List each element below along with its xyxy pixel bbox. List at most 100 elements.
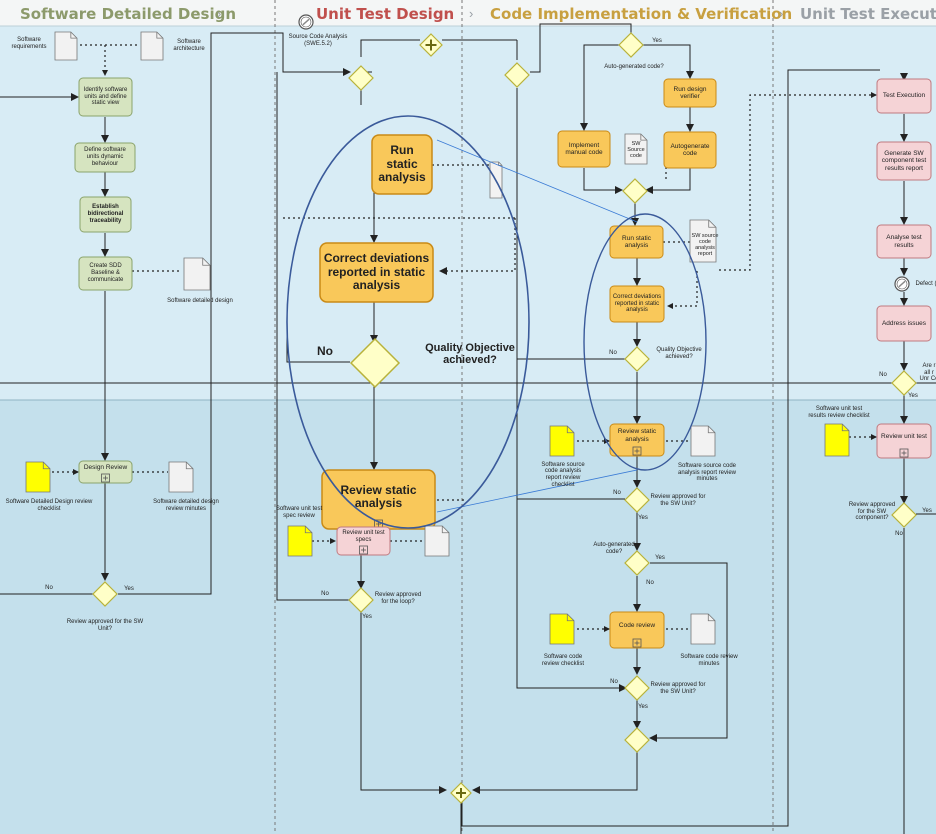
chevron-right-icon: › [779,6,783,21]
subprocess-plus-icon [632,638,642,648]
task-test-execution[interactable] [876,78,932,114]
gateway-parallel-join [450,782,472,804]
doc-test-spec-review-icon [287,525,313,557]
doc-test-results-checklist-label: Software unit test results review checkl… [808,406,870,419]
label-yes: Yes [638,514,648,521]
lane-header-bar [0,0,936,26]
label-yes: Yes [652,37,662,44]
subprocess-plus-icon [101,473,110,483]
doc-analysis-checklist-label: Software source code analysis report rev… [541,461,585,488]
doc-test-results-checklist-icon [824,423,850,457]
doc-software-architecture-label: Software architecture [173,39,205,52]
doc-sw-source-label: SW Source code [627,140,645,160]
doc-analysis-checklist-icon [549,425,575,457]
gateway-review-approved-2-label: Review approved for the SW Unit? [650,682,706,695]
gateway-impl-join [622,178,648,204]
label-yes: Yes [908,392,918,399]
subprocess-plus-icon [899,448,909,458]
task-run-static-analysis-small[interactable] [609,225,664,259]
task-correct-deviations-large-label: Correct deviations reported in static an… [323,251,430,293]
task-bidirectional-traceability[interactable] [79,196,132,233]
doc-software-requirements-icon [54,31,78,61]
task-correct-deviations-small[interactable] [609,285,665,323]
doc-software-requirements-label: Software requirements [11,37,47,50]
gateway-review-approved [624,487,650,513]
gateway-auto-generated [618,32,644,58]
task-review-static-analysis-large-label: Review static analysis [340,482,417,510]
subprocess-plus-icon [632,446,642,456]
task-review-unit-test[interactable] [876,423,932,459]
task-identify-units[interactable] [78,77,133,117]
doc-sw-source-icon [624,133,648,165]
task-implement-manual-code[interactable] [557,130,611,168]
task-run-static-analysis-large[interactable] [371,134,433,195]
doc-analysis-minutes-icon [690,425,716,457]
task-code-review[interactable] [609,611,665,649]
task-analyse-results[interactable] [876,224,932,259]
task-review-static-analysis-small-label: Review static analysis [617,428,657,443]
task-review-unit-test-label: Review unit test [881,432,927,440]
label-no: No [879,371,887,378]
task-review-static-analysis-small[interactable] [609,423,665,457]
task-generate-report-label: Generate SW component test results repor… [881,150,927,172]
gateway-review-approved-label: Review approved for the SW Unit? [650,494,706,507]
doc-code-minutes-label: Software code review minutes [680,654,738,667]
gateway-auto-generated-label: Auto-generated code? [604,63,664,70]
task-generate-report[interactable] [876,141,932,181]
label-no: No [45,584,53,591]
subprocess-plus-icon [359,545,368,555]
task-review-unit-test-specs[interactable] [336,526,391,556]
gateway-loop-approval-label: Review approved for the loop? [374,592,422,605]
doc-analysis-minutes-label: Software source code analysis report rev… [677,462,737,483]
lane-top-bg [0,0,936,400]
doc-code-checklist-label: Software code review checklist [541,654,584,667]
task-define-dynamic-label: Define software units dynamic behaviour [84,147,126,167]
doc-code-minutes-icon [690,613,716,645]
label-yes: Yes [362,613,372,620]
gateway-impl-merge [504,62,530,88]
gateway-loop-approval [348,587,374,613]
gateway-design-review-label: Review approved for the SW Unit? [66,619,144,632]
task-bidirectional-traceability-label: Establish bidirectional traceability [87,204,124,224]
doc-source-analysis-report-label: SW source code analysis report [691,232,719,258]
task-autogenerate-code[interactable] [663,131,717,169]
gateway-review-approved-2 [624,675,650,701]
lane-title-execution: Unit Test Execution [800,5,936,23]
label-yes: Yes [638,703,648,710]
task-autogenerate-code-label: Autogenerate code [670,142,710,157]
associations [52,44,877,632]
doc-code-checklist-icon [549,613,575,645]
sequence-flows [0,23,936,834]
gateway-quality-objective-small [624,346,650,372]
gateway-auto-generated-2 [624,550,650,576]
task-review-unit-test-specs-label: Review unit test specs [342,529,385,543]
defect-label: Defect ( [915,280,936,287]
gateway-parallel-top [419,33,443,57]
doc-review-checklist-label: Software Detailed Design review checklis… [5,499,93,512]
task-correct-deviations-small-label: Correct deviations reported in static an… [612,293,662,314]
label-no: No [895,530,903,537]
chevron-right-icon: › [217,6,221,21]
task-correct-deviations-large[interactable] [319,242,434,303]
label-no: No [609,349,617,356]
task-define-dynamic[interactable] [74,142,136,173]
doc-review-checklist-icon [25,461,51,493]
task-run-design-verifier[interactable] [663,78,717,108]
gateway-review-component-label: Review approved for the SW component? [848,501,896,522]
task-test-execution-label: Test Execution [882,92,926,100]
task-run-design-verifier-label: Run design verifier [673,85,707,100]
source-code-analysis-ref: Source Code Analysis (SWE.5.2) [288,34,348,47]
task-create-sdd-baseline[interactable] [78,256,133,291]
task-design-review[interactable] [78,460,133,484]
gateway-auto-generated-2-label: Auto-generated code? [593,542,635,555]
doc-sdd-icon [183,257,211,291]
task-address-issues[interactable] [876,305,932,342]
task-implement-manual-code-label: Implement manual code [565,141,603,156]
subprocess-link-icon [298,14,314,30]
callout-line-bottom [436,469,638,513]
doc-review-minutes-label: Software detailed design review minutes [153,499,219,512]
label-no-large: No [317,344,333,359]
callout-ellipse-small [583,213,707,471]
